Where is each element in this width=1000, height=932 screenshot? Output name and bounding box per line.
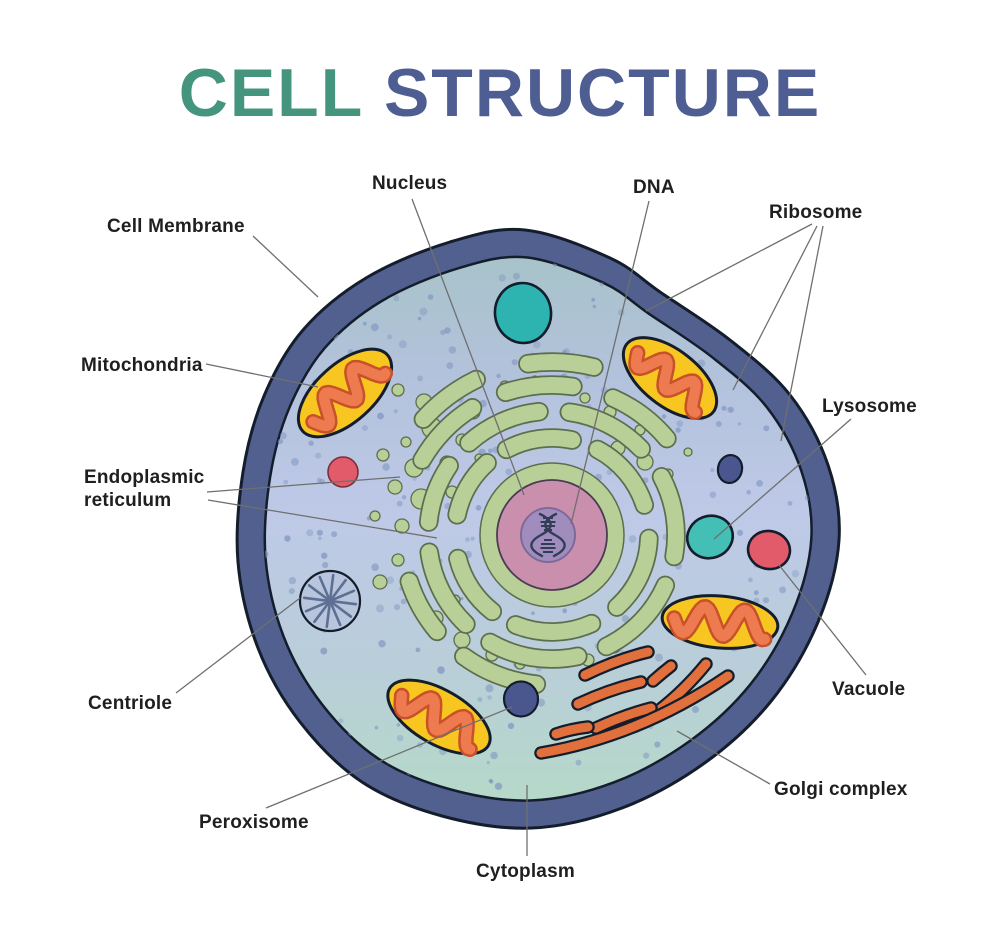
leader-line <box>175 597 301 694</box>
vesicle-teal-top <box>493 281 553 345</box>
lysosome-body <box>685 514 735 560</box>
centriole <box>298 569 362 633</box>
leader-line <box>205 363 319 388</box>
mitochondrion <box>621 336 719 420</box>
label-endoplasmic-reticulum-line2: reticulum <box>84 490 172 511</box>
page-title: CELL STRUCTURE <box>0 54 1000 132</box>
leader-lines <box>175 198 867 856</box>
leader-line <box>411 198 525 496</box>
peroxisome-body <box>502 680 540 718</box>
nucleus <box>479 462 625 608</box>
leader-line <box>778 564 867 676</box>
label-centriole: Centriole <box>88 693 173 714</box>
mitochondrion <box>296 347 394 439</box>
organelle-blobs <box>327 281 792 718</box>
label-nucleus: Nucleus <box>372 173 448 194</box>
mitochondrion <box>660 594 780 650</box>
label-ribosome: Ribosome <box>769 202 863 223</box>
golgi-complex <box>534 645 735 760</box>
leader-line <box>732 225 818 391</box>
leader-line <box>265 706 513 809</box>
mitochondria-group <box>296 336 780 757</box>
leader-line <box>206 476 401 493</box>
vesicle-navy-right <box>716 453 744 485</box>
endoplasmic-reticulum <box>399 352 686 694</box>
label-vacuole: Vacuole <box>832 679 906 700</box>
leader-line <box>207 499 438 539</box>
leader-line <box>713 418 852 540</box>
leader-line <box>676 730 771 785</box>
label-cytoplasm: Cytoplasm <box>476 861 575 882</box>
dna-helix <box>530 512 566 558</box>
leader-line <box>252 235 319 298</box>
label-golgi-complex: Golgi complex <box>774 779 908 800</box>
vesicle-red-left <box>327 456 359 488</box>
leader-line <box>570 200 650 525</box>
label-endoplasmic-reticulum: Endoplasmic reticulum <box>84 466 204 512</box>
label-mitochondria: Mitochondria <box>81 355 203 376</box>
title-word-structure: STRUCTURE <box>383 55 822 131</box>
leader-line <box>780 225 824 442</box>
label-lysosome: Lysosome <box>822 396 917 417</box>
label-endoplasmic-reticulum-line1: Endoplasmic <box>84 467 205 488</box>
label-cell-membrane: Cell Membrane <box>107 216 245 237</box>
label-peroxisome: Peroxisome <box>199 812 309 833</box>
title-word-cell: CELL <box>178 55 364 131</box>
leader-line <box>645 223 813 312</box>
centriole-body <box>298 569 362 633</box>
vacuole-body <box>746 529 792 571</box>
label-dna: DNA <box>633 177 675 198</box>
